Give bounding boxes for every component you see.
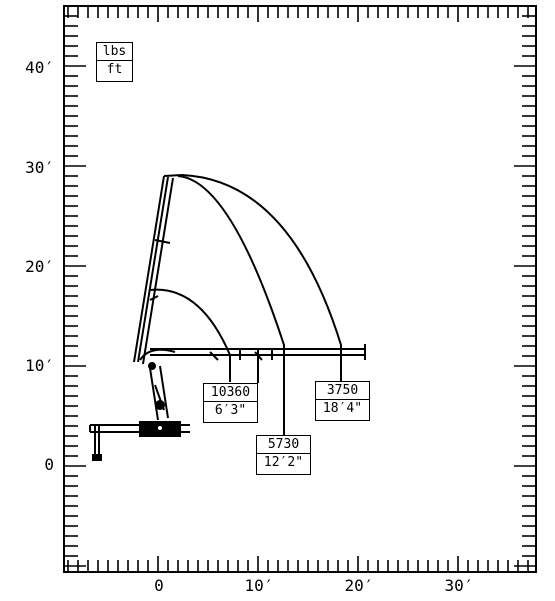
- chart-frame: [63, 5, 537, 573]
- y-tick-label: 20′: [25, 257, 54, 276]
- horizontal-boom: [139, 344, 366, 361]
- raised-boom: [133, 174, 183, 365]
- x-tick-label: 30′: [444, 576, 474, 595]
- load-value: 5730: [257, 436, 310, 454]
- crane-base: [89, 421, 190, 461]
- y-tick-label: 10′: [25, 356, 54, 375]
- load-point-box: 10360 6′3": [203, 383, 258, 423]
- y-tick-label: 0: [44, 455, 54, 474]
- arc-10360: [149, 288, 231, 382]
- x-tick-label: 0: [154, 576, 164, 595]
- reach-arcs: [149, 174, 342, 428]
- radius-value: 6′3": [214, 403, 247, 418]
- units-box-load: lbs: [97, 43, 132, 61]
- crane-column: [148, 362, 169, 421]
- arc-3750: [181, 174, 342, 378]
- frame-ticks: [64, 6, 536, 572]
- load-value: 10360: [204, 384, 257, 402]
- x-tick-label: 20′: [344, 576, 374, 595]
- units-box-distance: ft: [106, 62, 123, 77]
- units-box: lbs ft: [96, 42, 133, 82]
- radius-value: 18′4": [322, 401, 363, 416]
- y-tick-label: 30′: [25, 158, 54, 177]
- load-point-box: 5730 12′2": [256, 435, 311, 475]
- load-value: 3750: [316, 382, 369, 400]
- radius-value: 12′2": [263, 455, 304, 470]
- load-point-box: 3750 18′4": [315, 381, 370, 421]
- y-tick-label: 40′: [25, 58, 54, 77]
- arc-5730: [177, 175, 285, 428]
- x-tick-label: 10′: [244, 576, 274, 595]
